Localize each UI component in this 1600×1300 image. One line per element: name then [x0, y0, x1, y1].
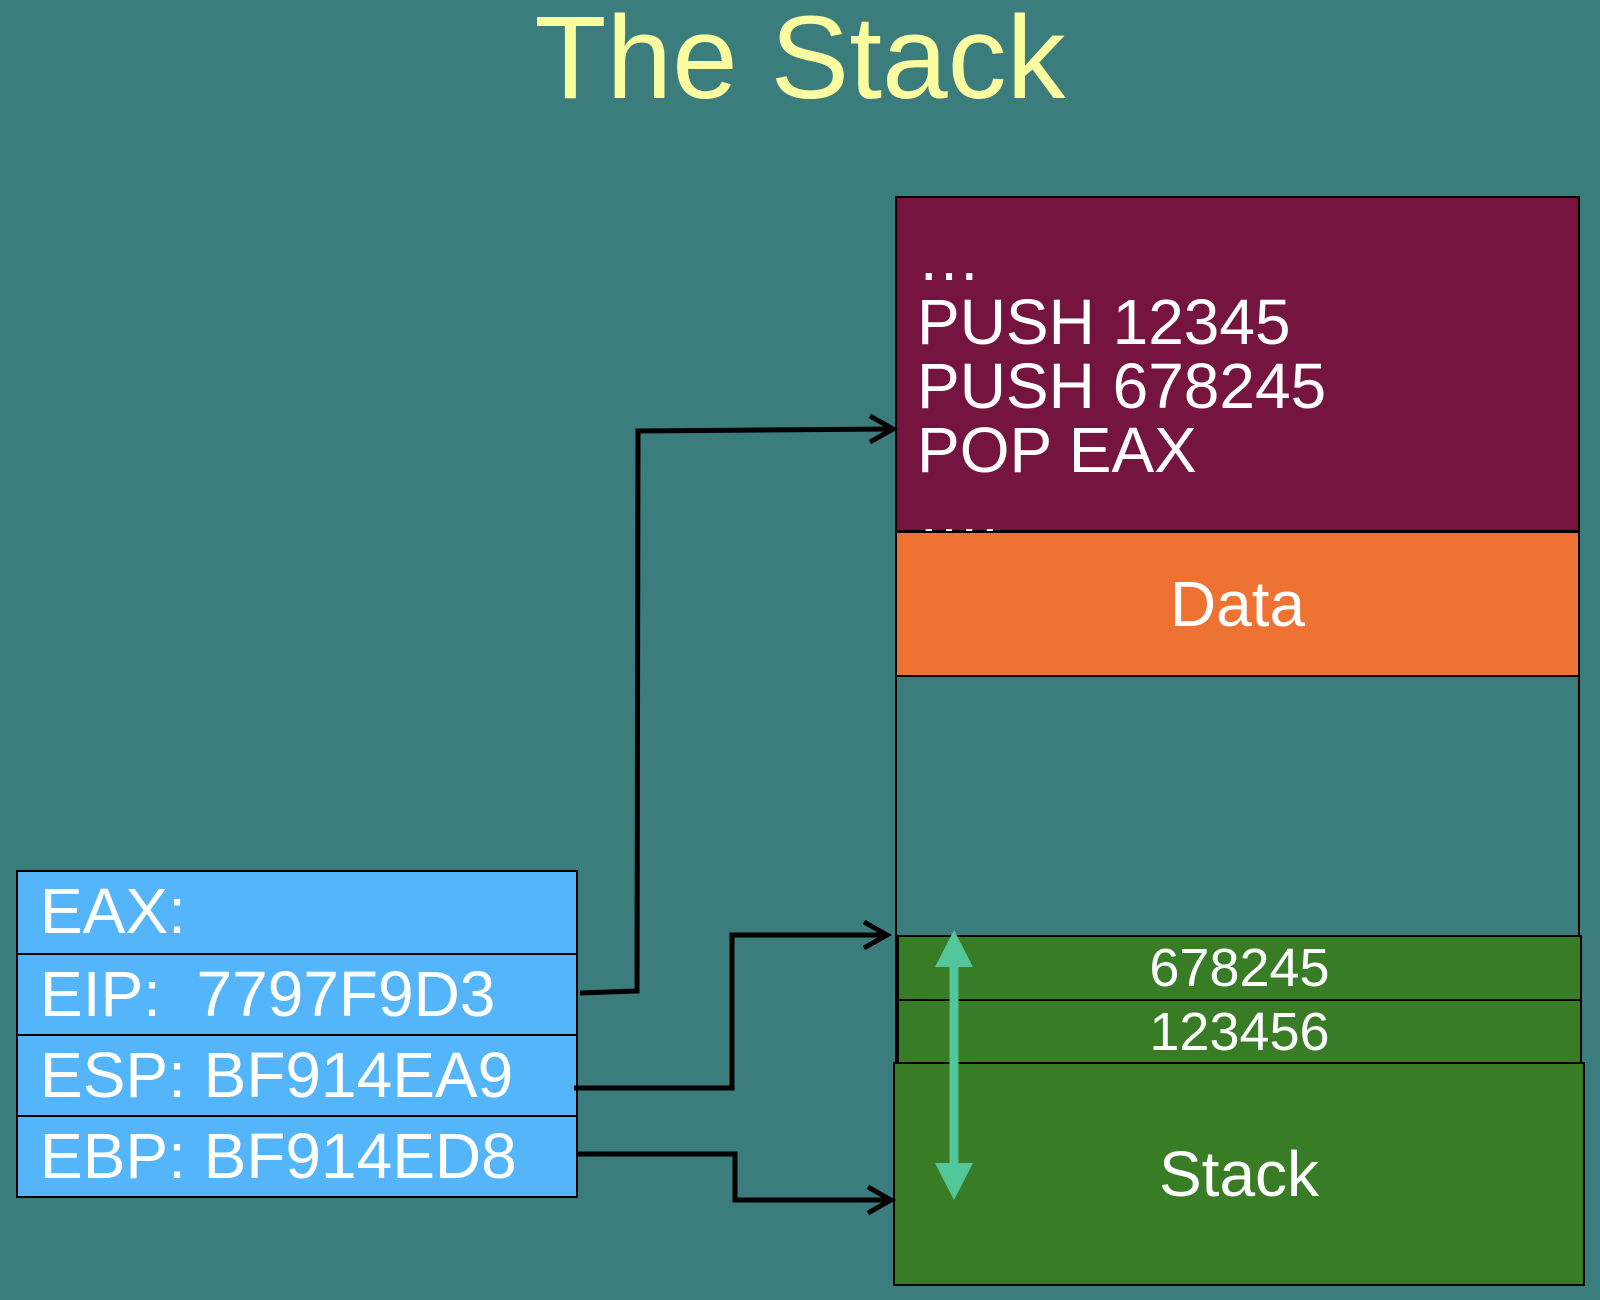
code-line: PUSH 12345 [917, 286, 1291, 358]
code-line: … [917, 222, 981, 294]
register-eip: EIP: 7797F9D3 [18, 953, 576, 1034]
eip-arrow-head [868, 413, 899, 445]
stack-cell: 678245 [897, 935, 1582, 1001]
code-segment: … PUSH 12345 PUSH 678245 POP EAX …. [895, 196, 1580, 546]
code-line: PUSH 678245 [917, 350, 1327, 422]
esp-pointer-arrow [574, 932, 887, 1091]
ebp-pointer-arrow [576, 1151, 891, 1203]
register-esp: ESP: BF914EA9 [18, 1034, 576, 1115]
register-ebp: EBP: BF914ED8 [18, 1115, 576, 1196]
code-line: POP EAX [917, 414, 1197, 486]
data-segment-label: Data [1169, 568, 1306, 640]
eip-pointer-arrow [579, 426, 894, 996]
register-eax: EAX: [40, 875, 186, 947]
stack-cell: 123456 [897, 999, 1582, 1065]
register-panel: EAX: EIP: 7797F9D3 ESP: BF914EA9 EBP: BF… [16, 870, 578, 1198]
stack-segment-label: Stack [1158, 1138, 1320, 1210]
data-segment: Data [895, 531, 1580, 677]
ebp-arrow-head [866, 1184, 897, 1216]
stack-cell-value: 678245 [1149, 938, 1330, 998]
slide-title: The Stack [534, 0, 1066, 124]
esp-arrow-head [862, 919, 893, 951]
stack-cell-value: 123456 [1149, 1002, 1330, 1062]
stack-segment: Stack [893, 1062, 1585, 1286]
